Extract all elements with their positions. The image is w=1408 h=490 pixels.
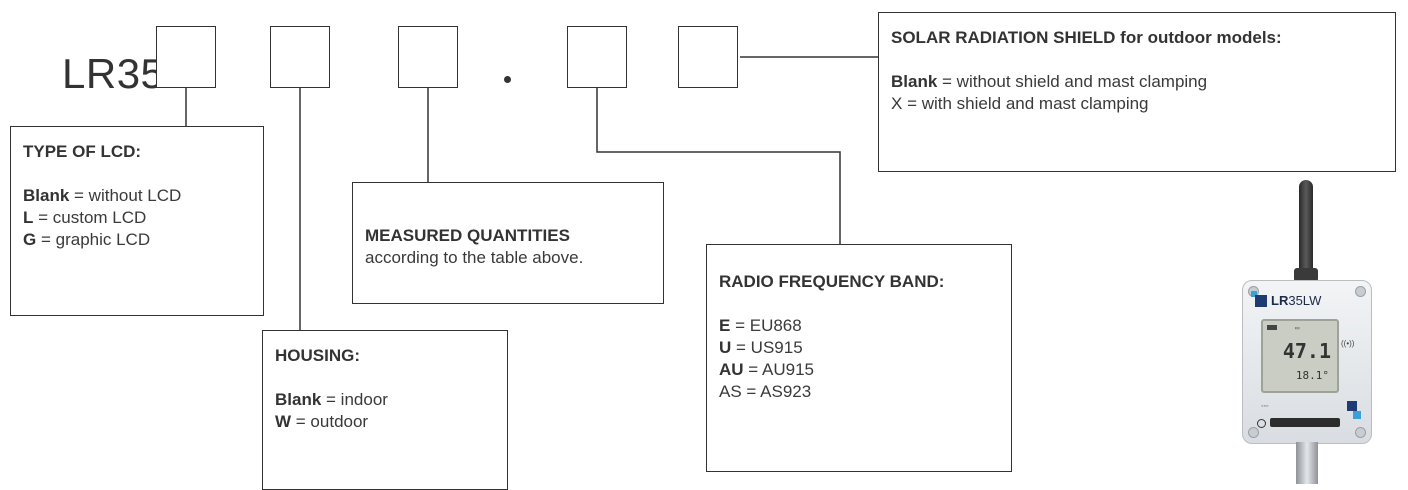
ring-icon (1257, 419, 1266, 428)
battery-icon (1267, 325, 1277, 330)
wireless-icon: ((•)) (1341, 339, 1355, 348)
lcd-type-row: Blank = without LCD (23, 186, 182, 205)
probe-pipe (1296, 442, 1318, 484)
screw-icon (1248, 427, 1259, 438)
lcd-type-row: G = graphic LCD (23, 230, 151, 249)
lcd-indicator: ▭ (1295, 324, 1300, 332)
radio-band-row: AS = AS923 (719, 382, 812, 401)
connector-radio (596, 88, 841, 244)
housing-row: W = outdoor (275, 412, 369, 431)
device-lcd: ▭ 47.1 18.1° (1261, 319, 1339, 393)
lcd-type-title: TYPE OF LCD: (23, 142, 142, 161)
radio-band-row: E = EU868 (719, 316, 802, 335)
decimal-separator (504, 76, 511, 83)
measured-text: according to the table above. (365, 248, 584, 267)
device-case: LR35LW ▭ 47.1 18.1° ((•)) ◦◦◦ (1242, 280, 1372, 444)
corner-logo-icon (1347, 401, 1357, 411)
screw-icon (1355, 286, 1366, 297)
device-photo: LR35LW ▭ 47.1 18.1° ((•)) ◦◦◦ (1232, 180, 1392, 484)
solar-shield-row: Blank = without shield and mast clamping (891, 72, 1208, 91)
lcd-type-row: L = custom LCD (23, 208, 147, 227)
measured-box: MEASURED QUANTITIES according to the tab… (352, 182, 664, 304)
radio-band-title: RADIO FREQUENCY BAND: (719, 272, 945, 291)
lcd-secondary: 18.1° (1295, 369, 1329, 382)
screw-icon (1355, 427, 1366, 438)
housing-box: HOUSING: Blank = indoor W = outdoor (262, 330, 508, 490)
slot-shield (678, 26, 738, 88)
lcd-type-box: TYPE OF LCD: Blank = without LCD L = cus… (10, 126, 264, 316)
corner-logo-icon (1353, 411, 1361, 419)
radio-band-row: AU = AU915 (719, 360, 814, 379)
antenna (1299, 180, 1313, 276)
antenna-base (1294, 268, 1318, 282)
brand-logo-icon (1255, 295, 1267, 307)
brand-logo-icon (1251, 291, 1257, 297)
slot-housing (270, 26, 330, 88)
manufacturer-wordmark-icon (1270, 418, 1340, 427)
model-code: LR35 (62, 50, 165, 97)
lora-logo-icon: ◦◦◦ (1261, 403, 1269, 410)
slot-radio (567, 26, 627, 88)
device-brand: LR35LW (1271, 293, 1322, 308)
solar-shield-box: SOLAR RADIATION SHIELD for outdoor model… (878, 12, 1396, 172)
slot-measured (398, 26, 458, 88)
housing-title: HOUSING: (275, 346, 360, 365)
radio-band-row: U = US915 (719, 338, 803, 357)
solar-shield-title: SOLAR RADIATION SHIELD for outdoor model… (891, 28, 1282, 47)
housing-row: Blank = indoor (275, 390, 388, 409)
slot-lcd (156, 26, 216, 88)
lcd-value: 47.1 (1282, 339, 1331, 363)
measured-title: MEASURED QUANTITIES (365, 226, 570, 245)
radio-band-box: RADIO FREQUENCY BAND: E = EU868 U = US91… (706, 244, 1012, 472)
solar-shield-row: X = with shield and mast clamping (891, 94, 1149, 113)
